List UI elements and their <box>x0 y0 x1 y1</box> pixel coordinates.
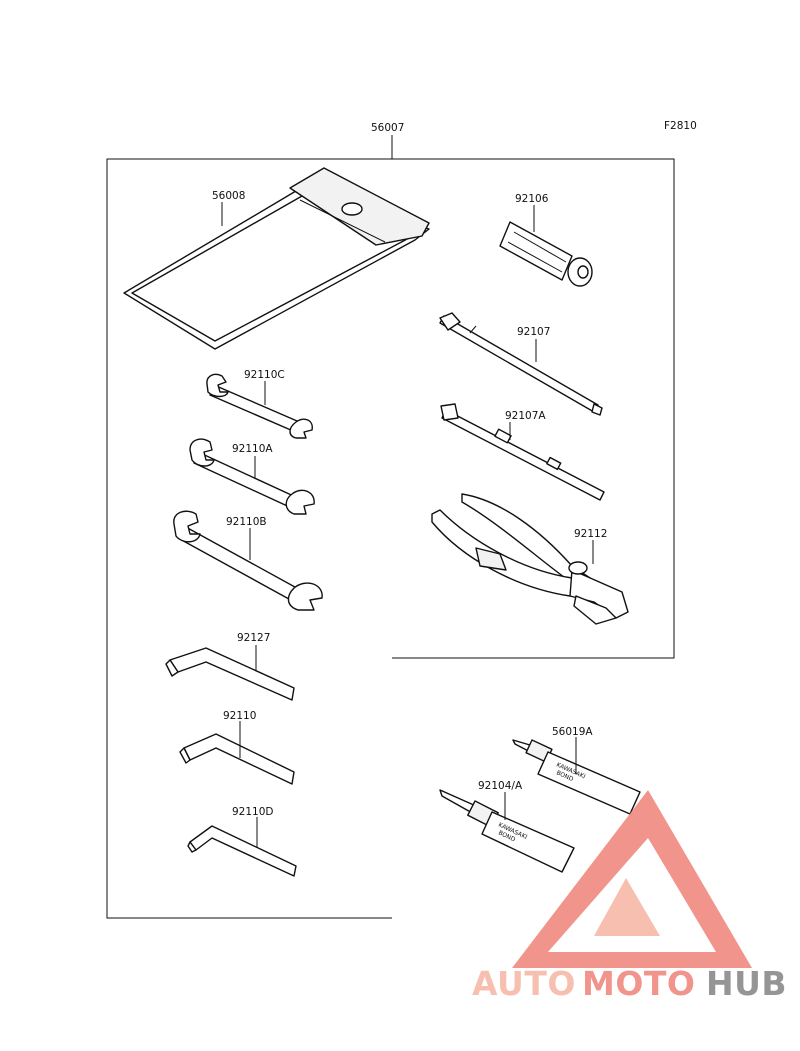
label-tool-bag: 56008 <box>212 190 245 202</box>
bond-tube-2: KAWASAKI BOND <box>439 789 575 873</box>
plug-wrench <box>499 221 593 287</box>
wrench-b <box>173 510 323 611</box>
hex-key-1 <box>165 647 295 701</box>
label-plug-wrench: 92106 <box>515 193 549 205</box>
pliers <box>431 493 629 625</box>
wrench-c <box>206 373 313 439</box>
figure-code: F2810 <box>664 120 697 132</box>
label-pliers: 92112 <box>574 528 607 540</box>
label-hex-key-3: 92110D <box>232 806 274 818</box>
label-hex-key-1: 92127 <box>237 632 270 644</box>
label-wrench-a: 92110A <box>232 443 273 455</box>
label-bond-1: 56019A <box>552 726 593 738</box>
watermark-text-auto: AUTO <box>472 964 576 1003</box>
watermark: AUTO MOTO HUB <box>472 790 787 1003</box>
bond-tube-1: KAWASAKI BOND <box>512 739 641 815</box>
tool-kit-frame <box>106 135 675 919</box>
label-bond-2: 92104/A <box>478 780 523 792</box>
watermark-text-hub: HUB <box>706 964 787 1003</box>
screwdriver <box>439 312 603 416</box>
label-screwdriver-a: 92107A <box>505 410 546 422</box>
tool-bag <box>123 167 430 350</box>
hex-key-2 <box>179 733 295 785</box>
label-wrench-c: 92110C <box>244 369 285 381</box>
screwdriver-a <box>440 403 605 501</box>
hex-key-3 <box>187 825 297 877</box>
wrench-a <box>189 438 315 515</box>
watermark-text-moto: MOTO <box>582 964 695 1003</box>
label-wrench-b: 92110B <box>226 516 267 528</box>
label-screwdriver: 92107 <box>517 326 550 338</box>
label-tool-kit: 56007 <box>371 122 404 134</box>
label-hex-key-2: 92110 <box>223 710 256 722</box>
